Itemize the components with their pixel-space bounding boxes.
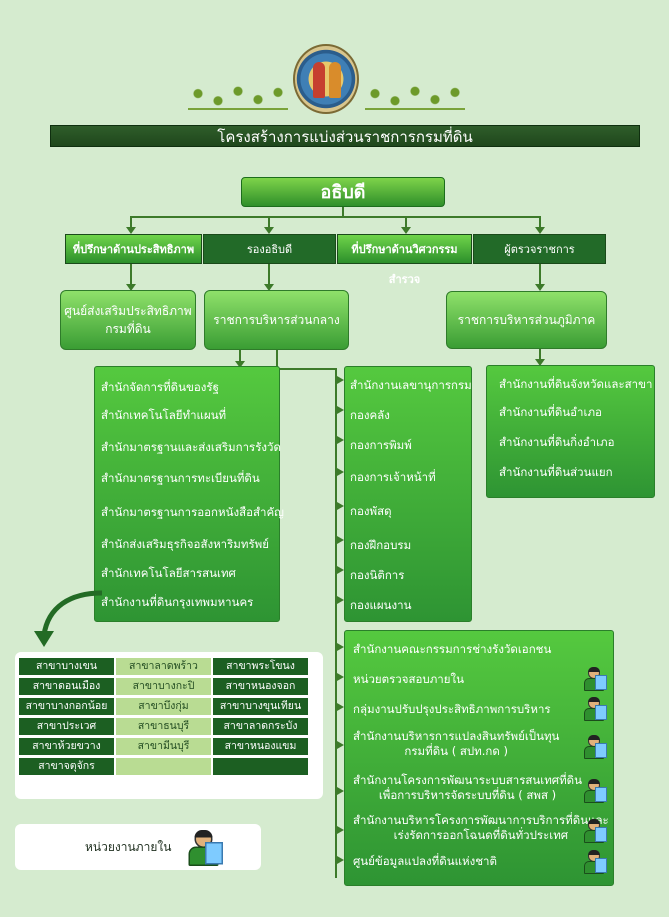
central-administration-box: ราชการบริหารส่วนกลาง	[204, 290, 349, 350]
regional-administration-box: ราชการบริหารส่วนภูมิภาค	[446, 291, 607, 349]
central-bureau-item: สำนักมาตรฐานการทะเบียนที่ดิน	[101, 471, 260, 485]
central-bureau-item: สำนักมาตรฐานและส่งเสริมการรังวัด	[101, 440, 281, 454]
branch-cell: สาขาจตุจักร	[19, 758, 114, 775]
internal-units-panel: สำนักงานคณะกรรมการช่างรังวัดเอกชน หน่วยต…	[344, 630, 614, 886]
internal-unit-item: สำนักงานโครงการพัฒนาระบบสารสนเทศที่ดิน เ…	[353, 773, 582, 802]
branch-cell: สาขาหนองจอก	[213, 678, 308, 695]
branch-cell: สาขาดอนเมือง	[19, 678, 114, 695]
regional-office-item: สำนักงานที่ดินจังหวัดและสาขา	[499, 377, 653, 391]
internal-unit-item: สำนักงานบริหารโครงการพัฒนาการบริการที่ดิ…	[353, 813, 609, 842]
central-division-item: กองคลัง	[350, 408, 390, 422]
deputy-director-box: รองอธิบดี	[203, 234, 336, 264]
central-bureau-item: สำนักเทคโนโลยีทำแผนที่	[101, 408, 227, 422]
central-bureau-item: สำนักส่งเสริมธุรกิจอสังหาริมทรัพย์	[101, 537, 269, 551]
legend-label: หน่วยงานภายใน	[85, 840, 172, 854]
central-division-item: กองแผนงาน	[350, 598, 412, 612]
central-bureau-item: สำนักจัดการที่ดินของรัฐ	[101, 380, 219, 394]
branch-cell: สาขาห้วยขวาง	[19, 738, 114, 755]
internal-unit-item: หน่วยตรวจสอบภายใน	[353, 672, 464, 686]
internal-unit-item: สำนักงานคณะกรรมการช่างรังวัดเอกชน	[353, 642, 552, 656]
internal-unit-person-icon	[583, 819, 607, 843]
left-vine-ornament	[188, 84, 288, 110]
efficiency-advisor-box: ที่ปรึกษาด้านประสิทธิภาพ	[65, 234, 202, 264]
curved-arrow-icon	[34, 590, 103, 647]
department-seal	[293, 44, 359, 114]
internal-unit-person-icon	[583, 850, 607, 874]
regional-offices-panel: สำนักงานที่ดินจังหวัดและสาขา สำนักงานที่…	[486, 365, 655, 498]
survey-engineering-advisor-box: ที่ปรึกษาด้านวิศวกรรมสำรวจ	[337, 234, 472, 286]
central-divisions-panel: สำนักงานเลขานุการกรม กองคลัง กองการพิมพ์…	[344, 366, 472, 622]
central-bureaus-panel: สำนักจัดการที่ดินของรัฐ สำนักเทคโนโลยีทำ…	[94, 366, 284, 622]
branch-cell: สาขามีนบุรี	[116, 738, 211, 755]
central-bureau-item: สำนักมาตรฐานการออกหนังสือสำคัญ	[101, 505, 284, 519]
internal-unit-item: ศูนย์ข้อมูลแปลงที่ดินแห่งชาติ	[353, 854, 497, 868]
branch-cell: สาขาลาดกระบัง	[213, 718, 308, 735]
branch-cell: สาขาหนองแขม	[213, 738, 308, 755]
branch-cell: สาขาบางกะปิ	[116, 678, 211, 695]
internal-unit-item: กลุ่มงานปรับปรุงประสิทธิภาพการบริหาร	[353, 702, 551, 716]
bangkok-branches-panel: สาขาบางเขน สาขาลาดพร้าว สาขาพระโขนง สาขา…	[15, 652, 323, 799]
central-bureau-item: สำนักงานที่ดินกรุงเทพมหานคร	[101, 595, 254, 609]
internal-unit-person-icon	[583, 697, 607, 721]
director-general-box: อธิบดี	[241, 177, 445, 207]
branch-cell	[213, 758, 308, 775]
legend-panel: หน่วยงานภายใน	[15, 824, 261, 870]
page-title: โครงสร้างการแบ่งส่วนราชการกรมที่ดิน	[50, 125, 640, 147]
regional-office-item: สำนักงานที่ดินอำเภอ	[499, 405, 602, 419]
branch-cell: สาขาบางกอกน้อย	[19, 698, 114, 715]
regional-office-item: สำนักงานที่ดินส่วนแยก	[499, 465, 613, 479]
internal-unit-person-icon	[583, 735, 607, 759]
central-division-item: กองการพิมพ์	[350, 438, 412, 452]
branch-cell: สาขาพระโขนง	[213, 658, 308, 675]
branch-cell: สาขาประเวศ	[19, 718, 114, 735]
efficiency-center-box: ศูนย์ส่งเสริมประสิทธิภาพ กรมที่ดิน	[60, 290, 196, 350]
central-bureau-item: สำนักเทคโนโลยีสารสนเทศ	[101, 566, 236, 580]
internal-unit-item: สำนักงานบริหารการแปลงสินทรัพย์เป็นทุน กร…	[353, 729, 560, 758]
internal-unit-person-icon	[583, 779, 607, 803]
right-vine-ornament	[365, 84, 465, 110]
branch-cell	[116, 758, 211, 775]
branch-cell: สาขาธนบุรี	[116, 718, 211, 735]
central-division-item: สำนักงานเลขานุการกรม	[350, 378, 472, 392]
internal-unit-person-icon	[583, 667, 607, 691]
branch-cell: สาขาบางขุนเทียน	[213, 698, 308, 715]
branch-cell: สาขาลาดพร้าว	[116, 658, 211, 675]
central-division-item: กองการเจ้าหน้าที่	[350, 470, 436, 484]
branch-cell: สาขาบางเขน	[19, 658, 114, 675]
legend-person-icon	[187, 830, 238, 881]
central-division-item: กองนิติการ	[350, 568, 405, 582]
central-division-item: กองพัสดุ	[350, 504, 392, 518]
inspector-general-box: ผู้ตรวจราชการ	[473, 234, 606, 264]
central-division-item: กองฝึกอบรม	[350, 538, 412, 552]
regional-office-item: สำนักงานที่ดินกิ่งอำเภอ	[499, 435, 615, 449]
branch-cell: สาขาบึงกุ่ม	[116, 698, 211, 715]
